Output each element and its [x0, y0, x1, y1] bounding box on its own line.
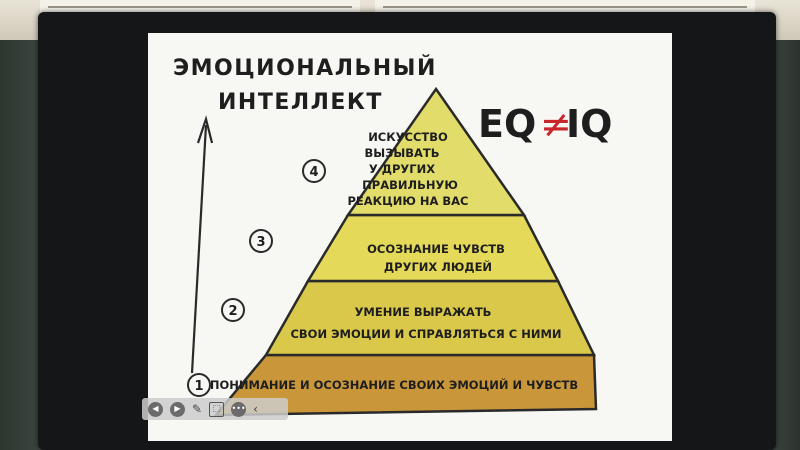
tier-2-line-2: СВОИ ЭМОЦИИ И СПРАВЛЯТЬСЯ С НИМИ	[290, 327, 561, 341]
tier-3-line-1: ОСОЗНАНИЕ ЧУВСТВ	[367, 242, 505, 256]
level-number-4: 4	[302, 159, 326, 183]
svg-text:2: 2	[228, 304, 237, 319]
board-toolbar: ◀ ▶ ✎ ⬚ ••• ‹	[142, 398, 288, 420]
iq-label: IQ	[566, 102, 612, 146]
select-icon[interactable]: ⬚	[209, 401, 225, 417]
tier-1-line-1: ПОНИМАНИЕ И ОСОЗНАНИЕ СВОИХ ЭМОЦИЙ И ЧУВ…	[210, 377, 578, 392]
tier-4-line-1: ИСКУССТВО	[368, 130, 448, 144]
slide-screen: ЭМОЦИОНАЛЬНЫЙ ИНТЕЛЛЕКТ EQ ≠ IQ 4 3	[148, 33, 672, 441]
svg-text:3: 3	[256, 235, 265, 250]
title-line-2: ИНТЕЛЛЕКТ	[218, 90, 383, 115]
pen-icon[interactable]: ✎	[192, 402, 203, 416]
not-equal-sign: ≠	[540, 102, 572, 146]
eq-pyramid-slide: ЭМОЦИОНАЛЬНЫЙ ИНТЕЛЛЕКТ EQ ≠ IQ 4 3	[173, 55, 612, 417]
pyramid-tier-4	[345, 86, 527, 217]
eq-label: EQ	[478, 102, 536, 146]
tier-4-line-5: РЕАКЦИЮ НА ВАС	[347, 194, 468, 208]
more-icon[interactable]: •••	[231, 401, 247, 417]
level-number-1: 1	[187, 373, 211, 397]
pyramid	[213, 86, 598, 417]
collapse-icon[interactable]: ‹	[253, 402, 258, 416]
svg-text:4: 4	[309, 165, 318, 180]
tier-4-line-2: ВЫЗЫВАТЬ	[364, 146, 439, 160]
tier-2-line-1: УМЕНИЕ ВЫРАЖАТЬ	[355, 305, 492, 319]
title-line-1: ЭМОЦИОНАЛЬНЫЙ	[173, 55, 437, 81]
svg-text:1: 1	[194, 379, 203, 394]
level-number-3: 3	[249, 229, 273, 253]
tier-3-line-2: ДРУГИХ ЛЮДЕЙ	[384, 259, 492, 274]
tier-4-line-3: У ДРУГИХ	[369, 162, 435, 176]
chevron-right-icon[interactable]: ▶	[170, 401, 185, 417]
chalkboard-left	[0, 40, 40, 450]
chevron-left-icon[interactable]: ◀	[148, 401, 163, 417]
up-arrow-icon	[190, 115, 214, 374]
level-number-2: 2	[221, 298, 245, 322]
tier-4-line-4: ПРАВИЛЬНУЮ	[362, 178, 458, 192]
